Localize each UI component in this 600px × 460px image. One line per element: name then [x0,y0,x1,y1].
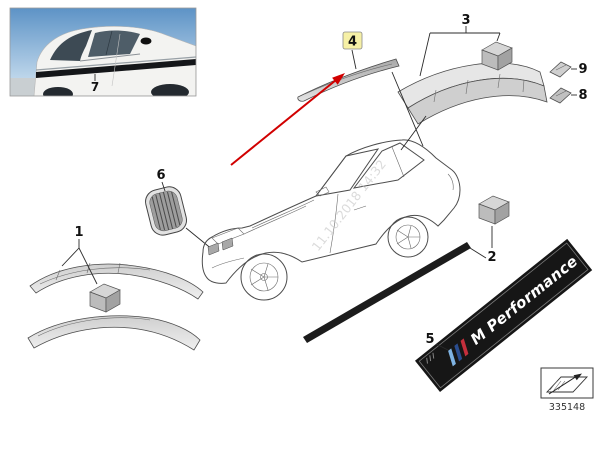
callout-5: 5 [425,332,449,351]
windshield [314,148,380,197]
callout-9-label[interactable]: 9 [578,62,587,77]
grille-to-car-leader [185,227,214,251]
car-drawing [201,139,461,301]
doc-number: 335148 [549,402,585,413]
callout-4-highlight-box [342,31,363,50]
photo-window-trim [79,53,141,62]
door-handle [353,205,367,211]
front-wheel [240,253,288,301]
callout-2: 2 [469,226,497,265]
callout-1: 1 [61,225,98,285]
callout-8-label[interactable]: 8 [578,88,587,103]
front-intake [211,257,245,269]
rear-diffuser-part [397,62,548,125]
callout-8: 8 [571,88,588,103]
callout-3-label[interactable]: 3 [461,13,470,28]
rear-spoiler-part [297,58,400,102]
photo-border [9,7,197,97]
callout-3: 3 [419,13,501,77]
kidney-grille-part [145,186,214,251]
kidney-left [207,242,220,256]
inset-photo: 7 [10,8,196,96]
apply-arrow-shaft [548,375,578,395]
rear-parts-leader-lines [391,71,427,151]
red-arrow [230,73,345,166]
front-splitter-part [27,262,204,351]
photo-side-stripe [36,59,196,78]
cap-part-9 [549,61,572,78]
photo-window-split [105,30,113,56]
watermark-text: 11.10.2018 14:32 [309,157,390,254]
callout-1-label[interactable]: 1 [74,225,83,240]
doc-symbol [540,367,594,399]
callout-9: 9 [571,62,588,77]
photo-rear-window [50,30,92,61]
callout-6-label[interactable]: 6 [156,168,165,183]
b-pillar [391,146,405,178]
side-windows [352,142,425,189]
photo-accent-line [35,56,196,71]
mounting-kit-box-2 [478,195,510,225]
photo-side-window [88,30,140,57]
callout-6: 6 [156,168,166,192]
callout-4-label[interactable]: 4 [348,35,357,50]
photo-door-seam [111,33,121,87]
car-body-outline [201,139,461,284]
sticker-inner-border [418,242,589,389]
mounting-kit-box-1 [89,283,121,313]
photo-mirror-cap [140,37,152,45]
side-mirror [315,186,330,197]
photo-rear-wheel [43,87,73,96]
m-logo-slashes [448,338,469,367]
sticker-text: M Performance [467,252,581,349]
callout-4: 4 [342,31,363,70]
hood-creases [243,199,315,235]
side-strip-part [303,242,471,343]
callout-2-label[interactable]: 2 [487,250,496,265]
headlight [211,227,245,245]
callout-5-label[interactable]: 5 [425,332,434,347]
mounting-kit-box-3 [481,41,513,71]
callout-7-label[interactable]: 7 [91,80,99,94]
red-arrow-head [332,73,345,85]
taillight [447,173,454,191]
sticker-end-marks [426,352,435,364]
kidney-right [221,237,234,251]
rear-wheel [387,216,429,258]
photo-front-wheel [151,84,189,96]
door-seam [329,193,339,254]
cap-part-8 [549,87,572,104]
apply-arrow-head [573,373,582,381]
red-arrow-shaft [230,79,337,166]
